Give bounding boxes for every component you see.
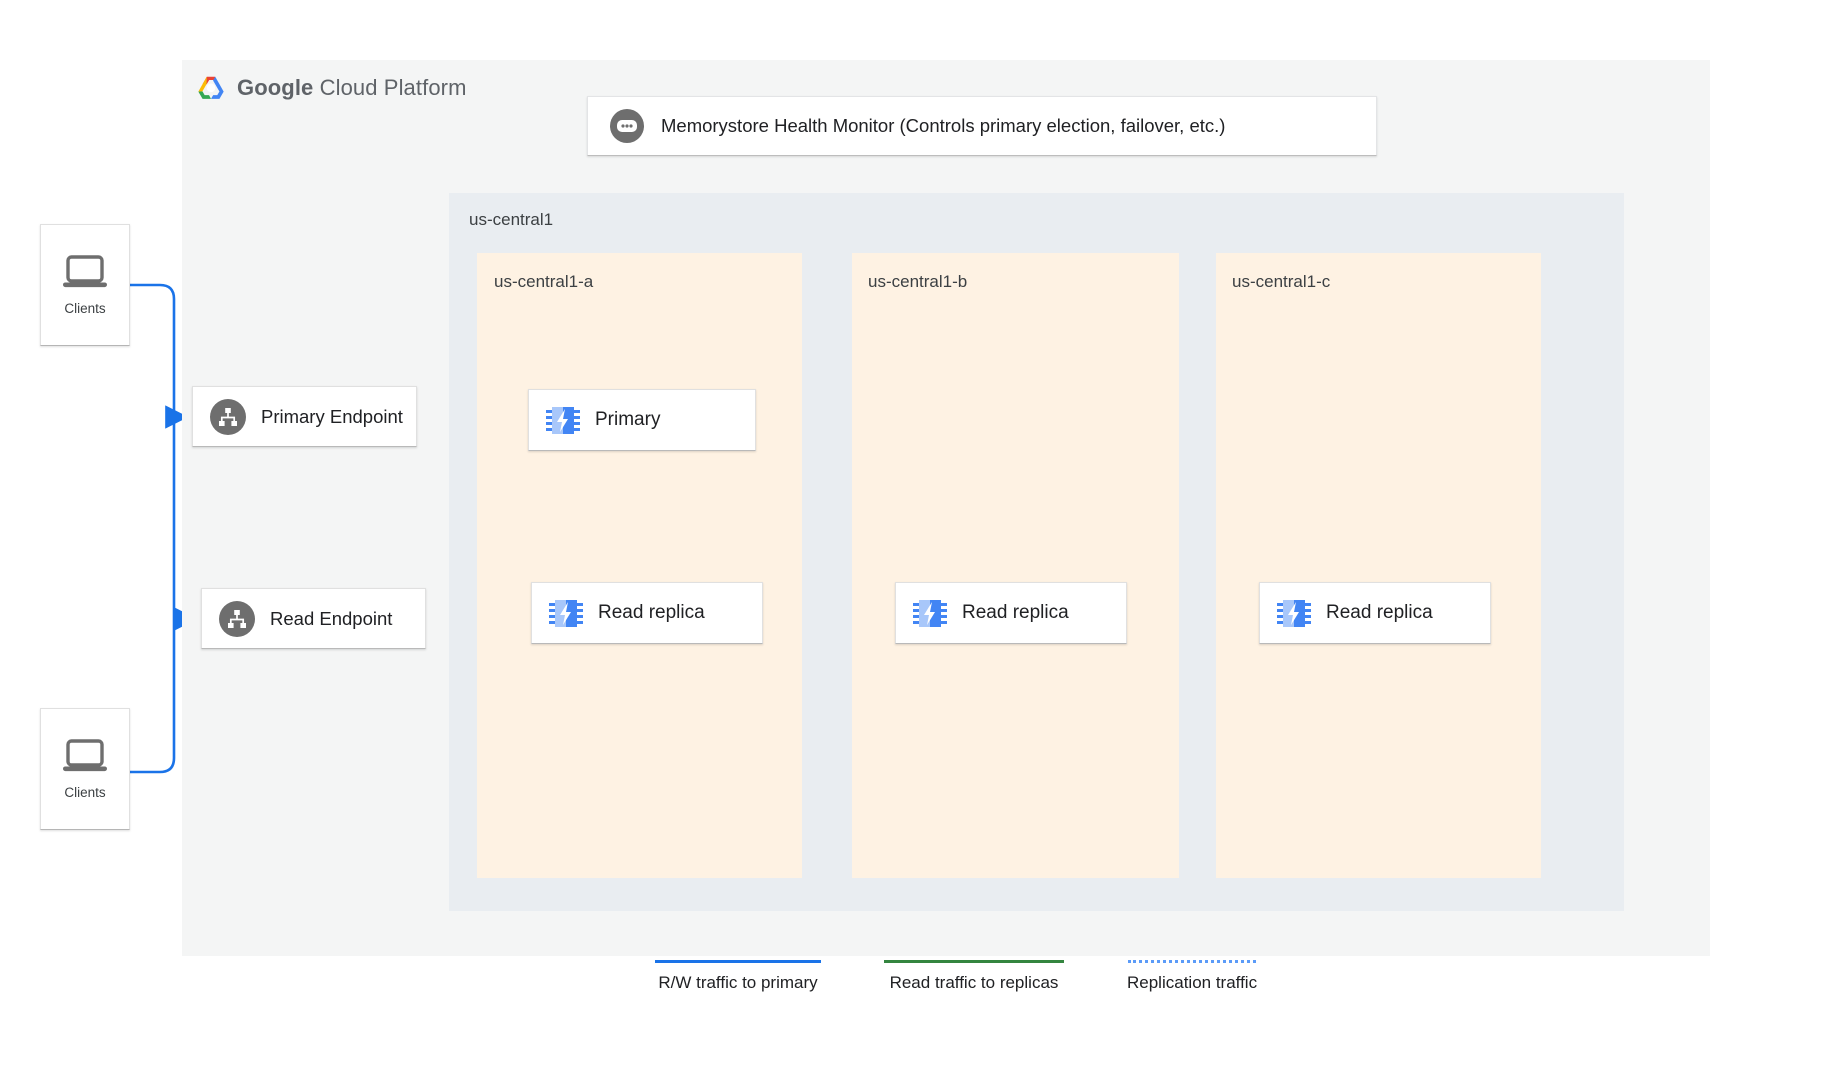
- read-replica-card-b[interactable]: Read replica: [895, 582, 1127, 644]
- zone-us-central1-a: [477, 253, 802, 878]
- client-node-top[interactable]: Clients: [40, 224, 130, 346]
- legend-label: Read traffic to replicas: [889, 973, 1059, 992]
- read-endpoint-card[interactable]: Read Endpoint: [201, 588, 426, 649]
- legend-swatch-solid-green: [884, 960, 1064, 963]
- laptop-icon: [63, 738, 107, 771]
- memorystore-chip-icon: [549, 600, 583, 627]
- zone-us-central1-c: [1216, 253, 1541, 878]
- read-replica-card-a[interactable]: Read replica: [531, 582, 763, 644]
- zone-label-b: us-central1-b: [868, 272, 968, 291]
- region-label: us-central1: [469, 210, 554, 229]
- legend-label: Replication traffic: [1127, 973, 1258, 992]
- legend: R/W traffic to primary Read traffic to r…: [655, 960, 1257, 993]
- read-replica-label: Read replica: [1326, 602, 1433, 623]
- client-label: Clients: [64, 300, 106, 316]
- zone-us-central1-b: [852, 253, 1179, 878]
- network-tree-icon: [210, 398, 246, 435]
- read-replica-label: Read replica: [598, 602, 705, 623]
- primary-endpoint-card[interactable]: Primary Endpoint: [192, 386, 417, 447]
- read-endpoint-label: Read Endpoint: [270, 607, 393, 629]
- legend-item-replication-traffic: Replication traffic: [1127, 960, 1257, 993]
- legend-swatch-solid-blue: [655, 960, 821, 963]
- google-cloud-hexagon-icon: [198, 76, 224, 99]
- client-label: Clients: [64, 784, 106, 800]
- health-monitor-bar[interactable]: Memorystore Health Monitor (Controls pri…: [587, 96, 1377, 156]
- legend-item-read-traffic: Read traffic to replicas: [884, 960, 1064, 993]
- read-replica-label: Read replica: [962, 602, 1069, 623]
- brand-bold: Google: [237, 75, 314, 100]
- memorystore-chip-icon: [913, 600, 947, 627]
- gcp-brand-text: Google Cloud Platform: [237, 75, 467, 101]
- memorystore-chip-icon: [546, 407, 580, 434]
- primary-endpoint-label: Primary Endpoint: [261, 405, 403, 427]
- brand-light: Cloud Platform: [313, 75, 467, 100]
- legend-item-rw-traffic: R/W traffic to primary: [655, 960, 821, 993]
- zone-label-c: us-central1-c: [1232, 272, 1331, 291]
- client-node-bottom[interactable]: Clients: [40, 708, 130, 830]
- laptop-icon: [63, 254, 107, 287]
- gcp-brand: Google Cloud Platform: [196, 73, 467, 103]
- zone-label-a: us-central1-a: [494, 272, 594, 291]
- primary-node-card[interactable]: Primary: [528, 389, 756, 451]
- primary-node-label: Primary: [595, 409, 661, 430]
- health-monitor-dots-icon: [610, 109, 644, 143]
- legend-swatch-dotted-blue: [1128, 960, 1257, 963]
- network-tree-icon: [219, 600, 255, 637]
- legend-label: R/W traffic to primary: [658, 973, 818, 992]
- read-replica-card-c[interactable]: Read replica: [1259, 582, 1491, 644]
- memorystore-chip-icon: [1277, 600, 1311, 627]
- health-monitor-label: Memorystore Health Monitor (Controls pri…: [661, 115, 1226, 136]
